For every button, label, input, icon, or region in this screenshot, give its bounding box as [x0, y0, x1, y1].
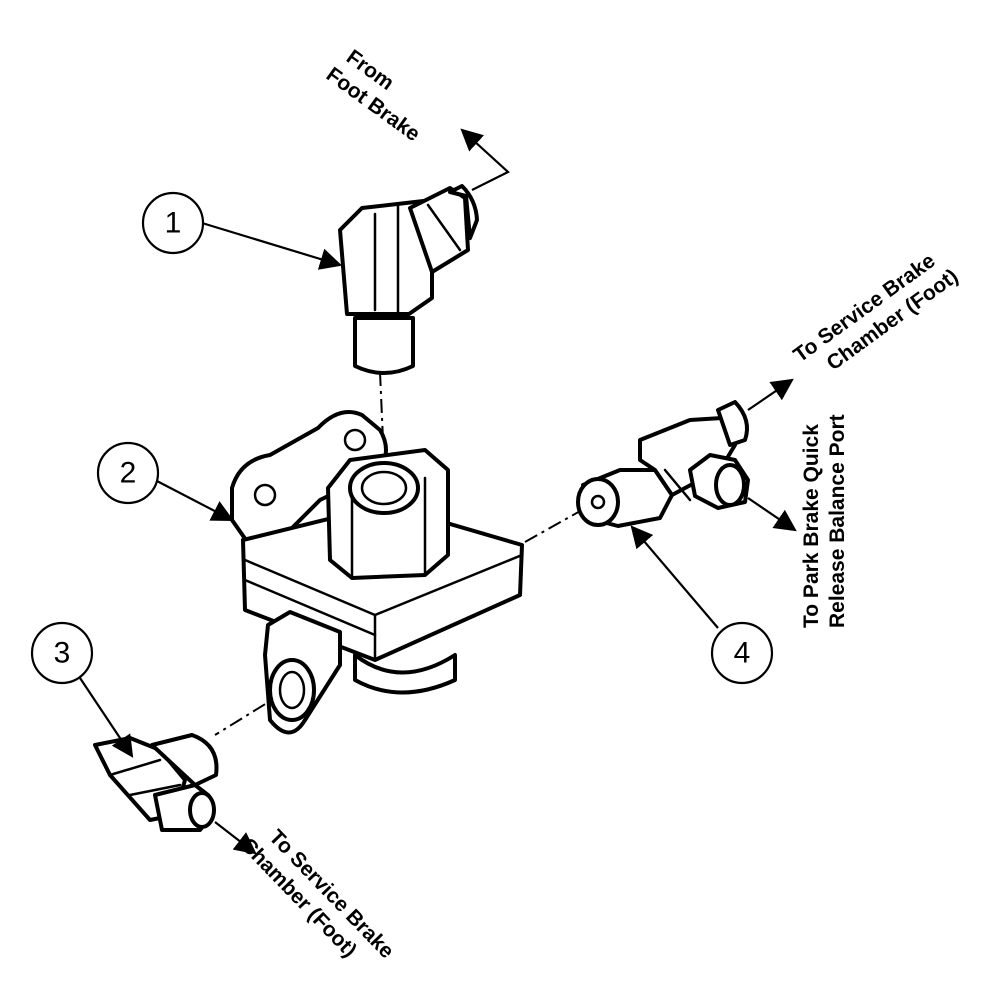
label-service-brake-top: To Service Brake Chamber (Foot) — [789, 249, 962, 375]
valve-body-part-2 — [230, 410, 524, 735]
label-service-brake-bottom: To Service Brake Chamber (Foot) — [236, 825, 398, 962]
label-park-line-2: Release Balance Port — [826, 414, 849, 628]
callout-1: 1 — [141, 191, 205, 255]
label-park-brake: To Park Brake Quick Release Balance Port — [800, 414, 849, 628]
callout-4-number: 4 — [734, 637, 751, 670]
callout-2-number: 2 — [120, 457, 137, 490]
leader-lines — [77, 221, 719, 758]
flow-arrows — [214, 128, 797, 855]
tee-fitting-part-4 — [576, 400, 750, 528]
label-from-foot-brake: From Foot Brake — [322, 45, 424, 146]
callout-4: 4 — [710, 621, 774, 685]
callout-1-number: 1 — [165, 207, 182, 240]
label-park-line-1: To Park Brake Quick — [800, 424, 823, 628]
callout-3: 3 — [30, 621, 94, 685]
callout-3-number: 3 — [54, 637, 71, 670]
elbow-fitting-part-1 — [338, 184, 479, 375]
callout-2: 2 — [96, 441, 160, 505]
elbow-fitting-part-3 — [93, 733, 219, 832]
